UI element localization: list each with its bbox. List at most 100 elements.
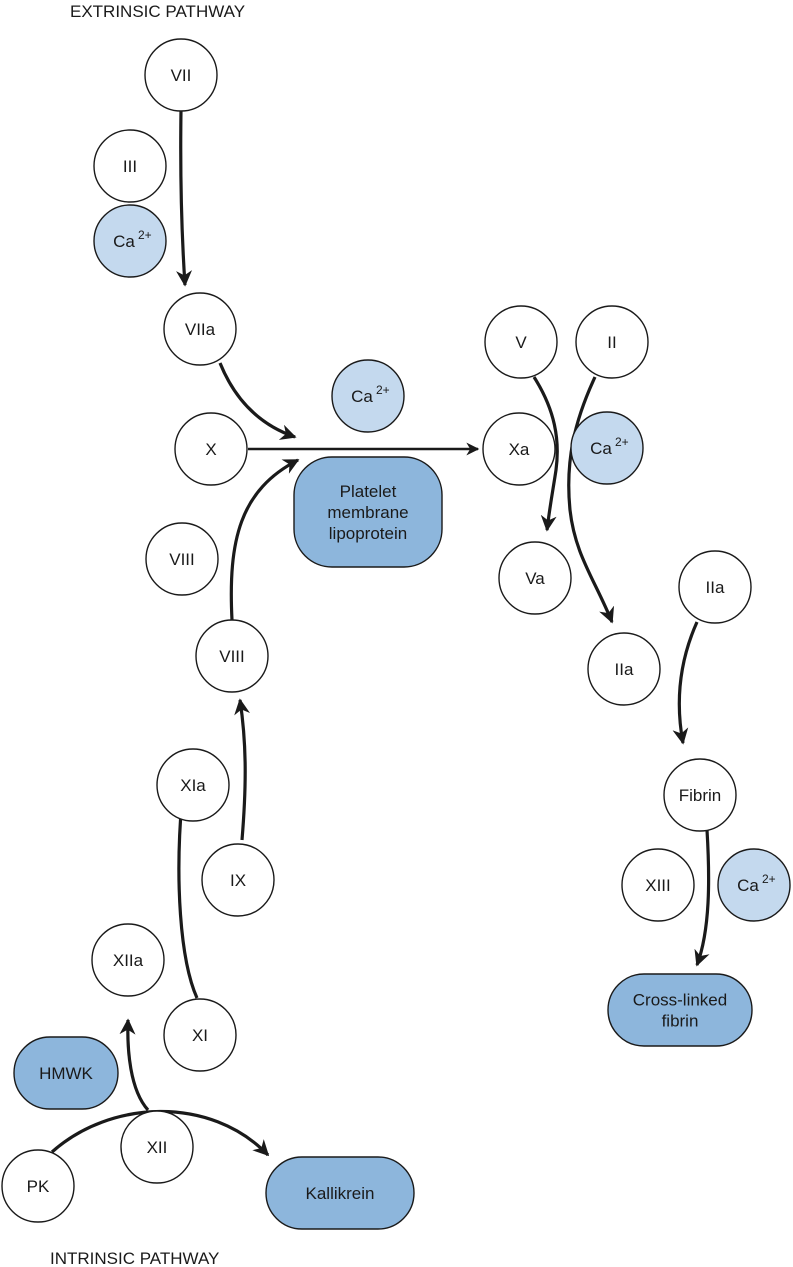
node-label: VIIa <box>185 320 216 339</box>
charge-superscript: 2+ <box>376 383 390 397</box>
node-label: fibrin <box>662 1012 699 1031</box>
intrinsic-pathway-title: INTRINSIC PATHWAY <box>50 1249 219 1267</box>
node-label: membrane <box>327 503 408 522</box>
factor-node-circle <box>93 204 167 278</box>
factor-node-circle <box>717 848 791 922</box>
node-label: V <box>515 333 527 352</box>
factor-node-circle <box>144 38 218 112</box>
arrow-iia-to-fibrin <box>672 621 699 745</box>
factor-node-circle <box>575 305 649 379</box>
arrow-xii-to-xiia <box>119 1018 150 1112</box>
node-label: lipoprotein <box>329 524 407 543</box>
arrow-vii-to-viia <box>176 109 193 287</box>
node-label: Cross-linked <box>633 991 727 1010</box>
node-kallikrein: Kallikrein <box>265 1156 415 1230</box>
node-viii-top: VIII <box>145 522 219 596</box>
arrow-viia-to-x-conversion <box>218 362 297 440</box>
node-x: X <box>174 412 248 486</box>
product-node-shape <box>607 973 753 1047</box>
factor-node-circle <box>498 541 572 615</box>
arrow-ix-to-viii <box>234 698 251 841</box>
factor-node-circle <box>195 619 269 693</box>
node-label: XI <box>192 1026 208 1045</box>
arrow-ii-to-iia <box>567 376 615 624</box>
node-label: IIa <box>615 660 634 679</box>
charge-superscript: 2+ <box>615 435 629 449</box>
node-label: Ca <box>590 439 612 458</box>
node-iia-right: IIa <box>678 550 752 624</box>
node-xii: XII <box>120 1110 194 1184</box>
node-v: V <box>484 305 558 379</box>
node-xiia: XIIa <box>91 923 165 997</box>
product-node-shape <box>265 1156 415 1230</box>
node-ii: II <box>575 305 649 379</box>
node-label: Ca <box>737 876 759 895</box>
node-xi: XI <box>163 998 237 1072</box>
factor-node-circle <box>174 412 248 486</box>
node-label: XIIa <box>113 951 144 970</box>
node-label: III <box>123 157 137 176</box>
node-va: Va <box>498 541 572 615</box>
node-pk: PK <box>1 1149 75 1223</box>
factor-node-circle <box>163 998 237 1072</box>
node-label: HMWK <box>39 1064 93 1083</box>
factor-node-circle <box>587 632 661 706</box>
node-label: IX <box>230 871 246 890</box>
factor-node-circle <box>93 129 167 203</box>
node-label: XIa <box>180 776 206 795</box>
node-xia: XIa <box>156 748 230 822</box>
factor-node-circle <box>120 1110 194 1184</box>
node-label: Va <box>525 569 545 588</box>
factor-node-circle <box>621 848 695 922</box>
factor-node-circle <box>570 411 644 485</box>
charge-superscript: 2+ <box>138 228 152 242</box>
node-hmwk: HMWK <box>13 1036 119 1110</box>
node-xiii: XIII <box>621 848 695 922</box>
node-label: PK <box>27 1177 50 1196</box>
arrow-xi-to-xia <box>172 798 199 999</box>
node-iii: III <box>93 129 167 203</box>
node-label: VIII <box>169 550 195 569</box>
factor-node-circle <box>484 305 558 379</box>
node-label: Kallikrein <box>306 1184 375 1203</box>
node-platelet: Platelet membrane lipoprotein <box>293 456 443 568</box>
factor-node-circle <box>482 412 556 486</box>
node-iia: IIa <box>587 632 661 706</box>
node-fibrin: Fibrin <box>663 758 737 832</box>
node-label: Xa <box>509 440 530 459</box>
extrinsic-pathway-title: EXTRINSIC PATHWAY <box>70 2 245 21</box>
arrow-fibrin-to-crosslinked <box>694 829 711 967</box>
node-viii: VIII <box>195 619 269 693</box>
node-label: Platelet <box>340 482 397 501</box>
factor-node-circle <box>163 292 237 366</box>
node-label: II <box>607 333 616 352</box>
factor-node-circle <box>156 748 230 822</box>
factor-node-circle <box>91 923 165 997</box>
node-viia: VIIa <box>163 292 237 366</box>
node-crosslinked: Cross-linked fibrin <box>607 973 753 1047</box>
node-label: X <box>205 440 216 459</box>
factor-node-circle <box>201 843 275 917</box>
arrow-v-to-va <box>532 376 559 532</box>
factor-node-circle <box>1 1149 75 1223</box>
factor-node-circle <box>678 550 752 624</box>
node-label: IIa <box>706 578 725 597</box>
node-ix: IX <box>201 843 275 917</box>
node-xa: Xa <box>482 412 556 486</box>
node-label: VII <box>171 66 192 85</box>
node-label: Ca <box>113 232 135 251</box>
charge-superscript: 2+ <box>762 872 776 886</box>
product-node-shape <box>293 456 443 568</box>
node-label: VIII <box>219 647 245 666</box>
node-label: XIII <box>645 876 671 895</box>
product-node-shape <box>13 1036 119 1110</box>
node-label: Ca <box>351 387 373 406</box>
factor-node-circle <box>663 758 737 832</box>
node-label: Fibrin <box>679 786 722 805</box>
